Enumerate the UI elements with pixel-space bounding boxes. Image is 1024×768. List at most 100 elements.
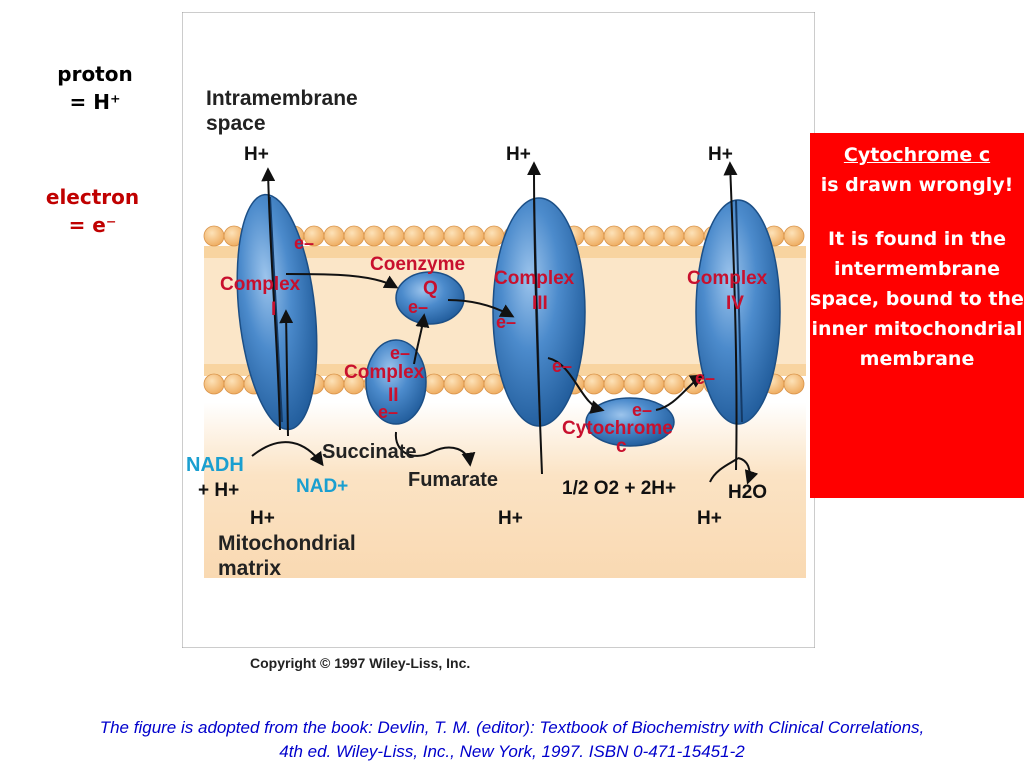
lipid-head	[623, 225, 645, 247]
lipid-head	[343, 225, 365, 247]
electron-arrow-c2-q	[413, 313, 430, 365]
h-plus-top-4: H+	[708, 144, 733, 165]
electron-label-2a: e–	[390, 343, 410, 363]
diagram-labels: Intramembrane space H+ H+ H+ e– Complex …	[186, 87, 768, 580]
lipid-head	[783, 373, 805, 395]
lipid-head	[583, 225, 605, 247]
oxygen-arrow	[709, 457, 739, 483]
copyright-notice: Copyright © 1997 Wiley-Liss, Inc.	[250, 655, 471, 671]
succinate-arrow	[394, 431, 476, 467]
matrix-label-line2: matrix	[218, 557, 281, 580]
proton-arrow-complex1	[261, 167, 281, 431]
complex-3-label: Complex	[494, 268, 575, 289]
electron-label-c3-out: e–	[552, 356, 572, 376]
complex-4-number: IV	[726, 293, 744, 314]
cytochrome-c-label: c	[616, 436, 627, 457]
complex-2-label: Complex	[344, 362, 425, 383]
electron-arrow-cyt-c4	[655, 374, 705, 411]
h-plus-bottom-4: H+	[697, 508, 722, 529]
electron-legend: electron = e⁻	[30, 183, 155, 239]
complex-2-number: II	[388, 385, 399, 406]
lipid-head	[643, 373, 665, 395]
cytochrome-note-callout: Cytochrome c is drawn wrongly! It is fou…	[810, 133, 1024, 498]
coenzyme-label: Coenzyme	[370, 254, 465, 275]
lipid-head	[483, 225, 505, 247]
lipid-head	[363, 225, 385, 247]
water-arrow	[737, 457, 759, 485]
matrix-label-line1: Mitochondrial	[218, 532, 356, 555]
nadh-curve-arrow	[251, 441, 324, 467]
succinate-label: Succinate	[322, 441, 416, 463]
complex-4-label: Complex	[687, 268, 768, 289]
space-label-line1: Intramembrane	[206, 87, 358, 110]
lipid-head	[383, 225, 405, 247]
electron-label-c4: e–	[695, 368, 715, 388]
electron-transport-chain-figure: Intramembrane space H+ H+ H+ e– Complex …	[181, 11, 816, 649]
lipid-head	[623, 373, 645, 395]
lipid-head	[663, 373, 685, 395]
lipid-head	[783, 225, 805, 247]
lipid-head	[423, 225, 445, 247]
lipid-head	[663, 225, 685, 247]
proton-legend: proton = H⁺	[40, 60, 150, 116]
callout-line1: is drawn wrongly!	[820, 174, 1014, 196]
complex-1-protein	[236, 193, 318, 431]
lipid-head	[603, 373, 625, 395]
nadh-h-label: + H+	[198, 480, 239, 501]
h-plus-top-1: H+	[244, 144, 269, 165]
lipid-head	[323, 373, 345, 395]
callout-title: Cytochrome c	[843, 144, 991, 166]
electron-label-q: e–	[408, 297, 428, 317]
nad-plus-label: NAD+	[296, 476, 348, 497]
nadh-arrow	[279, 309, 294, 437]
h-plus-bottom-1: H+	[250, 508, 275, 529]
lipid-head	[203, 373, 225, 395]
lipid-head	[323, 225, 345, 247]
flow-arrows	[251, 161, 759, 485]
callout-body: It is found in the intermembrane space, …	[810, 228, 1024, 370]
complex-4-protein	[695, 199, 781, 425]
complex-2-protein	[365, 339, 427, 425]
electron-arrow-c3-cyt	[547, 357, 605, 414]
callout-first-paragraph: Cytochrome c is drawn wrongly!	[810, 140, 1024, 200]
caption-line1: The figure is adopted from the book: Dev…	[99, 718, 925, 737]
electron-label-3: e–	[496, 312, 516, 332]
electron-label-cyt: e–	[632, 400, 652, 420]
proton-arrow-complex3	[527, 161, 543, 475]
lipid-head	[223, 373, 245, 395]
etc-diagram: Intramembrane space H+ H+ H+ e– Complex …	[181, 11, 816, 649]
oxygen-equation-label: 1/2 O2 + 2H+	[562, 478, 676, 499]
lipid-head	[443, 373, 465, 395]
cytochrome-label: Cytochrome	[562, 418, 673, 439]
proton-legend-line2: = H⁺	[69, 90, 121, 114]
lipid-head	[643, 225, 665, 247]
proton-legend-line1: proton	[57, 62, 133, 86]
proton-arrow-complex4	[723, 161, 738, 471]
space-label-line2: space	[206, 112, 266, 135]
fumarate-label: Fumarate	[408, 469, 498, 491]
lipid-head	[583, 373, 605, 395]
lipid-head	[443, 225, 465, 247]
lipid-head	[423, 373, 445, 395]
electron-legend-line1: electron	[45, 185, 140, 209]
electron-label-1: e–	[294, 233, 314, 253]
complex-3-number: III	[532, 293, 548, 314]
complex-1-label: Complex	[220, 274, 301, 295]
lipid-head	[403, 225, 425, 247]
electron-arrow-c1-q	[285, 273, 399, 289]
lipid-head	[603, 225, 625, 247]
h-plus-top-3: H+	[506, 144, 531, 165]
lipid-head	[463, 373, 485, 395]
electron-arrow-q-c3	[447, 299, 515, 318]
lipid-head	[203, 225, 225, 247]
caption-line2: 4th ed. Wiley-Liss, Inc., New York, 1997…	[279, 742, 745, 761]
electron-label-2b: e–	[378, 402, 398, 422]
source-caption: The figure is adopted from the book: Dev…	[0, 716, 1024, 764]
nadh-label: NADH	[186, 454, 244, 476]
h-plus-bottom-3: H+	[498, 508, 523, 529]
lipid-head	[463, 225, 485, 247]
complex-1-number: I	[271, 299, 276, 320]
coenzyme-q-label: Q	[423, 278, 438, 299]
lipid-head	[683, 225, 705, 247]
cytochrome-c-protein	[585, 397, 675, 447]
